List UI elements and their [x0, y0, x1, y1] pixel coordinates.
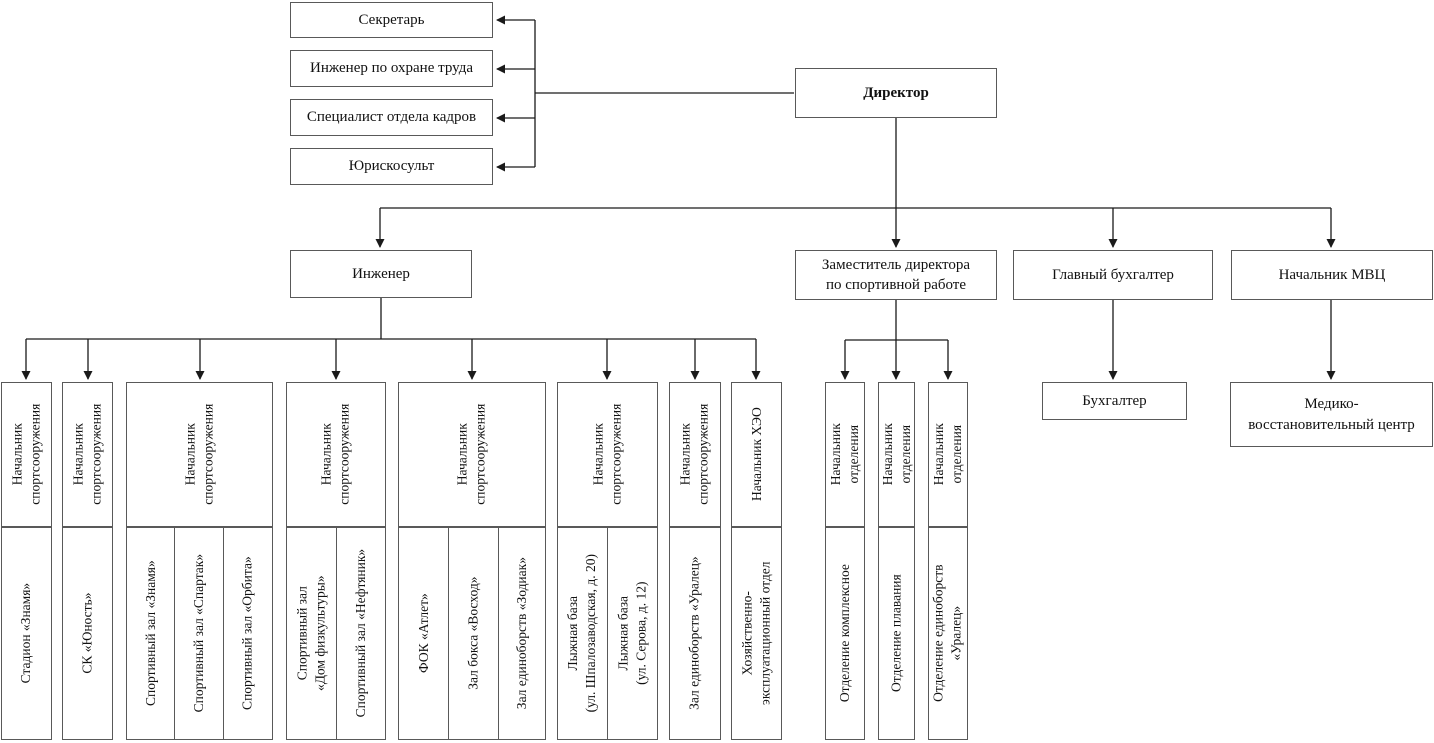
department-col-2-item-0: Отделение единоборств «Уралец» [928, 527, 968, 740]
node-secretary: Секретарь [290, 2, 493, 38]
facility-col-4-item-0-label: ФОК «Атлет» [415, 593, 431, 674]
facility-col-0-header: Начальник спортсооружения [1, 382, 52, 527]
facility-col-4-item-2-label: Зал единоборств «Зодиак» [513, 557, 529, 710]
facility-col-5-header: Начальник спортсооружения [557, 382, 658, 527]
department-col-1-header-label: Начальник отделения [879, 423, 913, 486]
node-head-mvc: Начальник МВЦ [1231, 250, 1433, 300]
facility-col-2-item-2-label: Спортивный зал «Орбита» [239, 556, 255, 711]
department-col-2-header: Начальник отделения [928, 382, 968, 527]
facility-col-1-header: Начальник спортсооружения [62, 382, 113, 527]
node-safety-engineer: Инженер по охране труда [290, 50, 493, 87]
facility-col-2-item-0-label: Спортивный зал «Знамя» [142, 560, 158, 707]
facility-col-3-item-0-label: Спортивный зал «Дом физкультуры» [294, 575, 328, 692]
department-col-0-header: Начальник отделения [825, 382, 865, 527]
facility-col-2-item-2: Спортивный зал «Орбита» [223, 527, 273, 740]
facility-col-1-item-0: СК «Юность» [62, 527, 113, 740]
facility-col-3-item-0: Спортивный зал «Дом физкультуры» [286, 527, 337, 740]
facility-col-7-item-0: Хозяйственно- эксплуатационный отдел [731, 527, 782, 740]
facility-col-0-item-0: Стадион «Знамя» [1, 527, 52, 740]
facility-col-5-item-1-label: Лыжная база (ул. Серова, д. 12) [615, 581, 649, 686]
facility-col-4-header: Начальник спортсооружения [398, 382, 546, 527]
facility-col-2-item-0: Спортивный зал «Знамя» [126, 527, 175, 740]
facility-col-2-header-label: Начальник спортсооружения [182, 403, 216, 506]
facility-col-4-item-1-label: Зал бокса «Восход» [465, 576, 481, 691]
node-legal-counsel: Юрискосульт [290, 148, 493, 185]
facility-col-4-item-1: Зал бокса «Восход» [448, 527, 499, 740]
node-hr-specialist: Специалист отдела кадров [290, 99, 493, 136]
node-accountant: Бухгалтер [1042, 382, 1187, 420]
node-medical-center: Медико- восстановительный центр [1230, 382, 1433, 447]
facility-col-7-header: Начальник ХЭО [731, 382, 782, 527]
department-col-1-header: Начальник отделения [878, 382, 915, 527]
facility-col-3-item-1: Спортивный зал «Нефтяник» [336, 527, 386, 740]
department-col-1-item-0-label: Отделение плавания [888, 574, 904, 693]
node-deputy-sport-director: Заместитель директора по спортивной рабо… [795, 250, 997, 300]
facility-col-1-header-label: Начальник спортсооружения [70, 403, 104, 506]
facility-col-4-header-label: Начальник спортсооружения [454, 403, 488, 506]
facility-col-4-item-0: ФОК «Атлет» [398, 527, 449, 740]
facility-col-5-item-0: Лыжная база (ул. Шпалозаводская, д. 20) [557, 527, 608, 740]
facility-col-0-item-0-label: Стадион «Знамя» [18, 583, 34, 684]
facility-col-6-item-0: Зал единоборств «Уралец» [669, 527, 721, 740]
department-col-0-header-label: Начальник отделения [827, 423, 862, 486]
node-director: Директор [795, 68, 997, 118]
facility-col-5-item-0-label: Лыжная база (ул. Шпалозаводская, д. 20) [565, 554, 599, 713]
node-chief-accountant: Главный бухгалтер [1013, 250, 1213, 300]
facility-col-6-item-0-label: Зал единоборств «Уралец» [686, 556, 702, 711]
department-col-0-item-0-label: Отделение комплексное [836, 564, 852, 703]
department-col-1-item-0: Отделение плавания [878, 527, 915, 740]
facility-col-6-header: Начальник спортсооружения [669, 382, 721, 527]
facility-col-3-item-1-label: Спортивный зал «Нефтяник» [352, 549, 368, 718]
department-col-2-header-label: Начальник отделения [930, 423, 965, 486]
node-engineer: Инженер [290, 250, 472, 298]
facility-col-3-header-label: Начальник спортсооружения [318, 403, 353, 506]
facility-col-6-header-label: Начальник спортсооружения [677, 403, 712, 506]
facility-col-3-header: Начальник спортсооружения [286, 382, 386, 527]
facility-col-2-header: Начальник спортсооружения [126, 382, 273, 527]
department-col-0-item-0: Отделение комплексное [825, 527, 865, 740]
facility-col-2-item-1: Спортивный зал «Спартак» [174, 527, 224, 740]
facility-col-2-item-1-label: Спортивный зал «Спартак» [190, 554, 206, 713]
facility-col-4-item-2: Зал единоборств «Зодиак» [498, 527, 546, 740]
facility-col-7-item-0-label: Хозяйственно- эксплуатационный отдел [739, 561, 773, 706]
facility-col-0-header-label: Начальник спортсооружения [9, 403, 43, 506]
facility-col-7-header-label: Начальник ХЭО [748, 407, 764, 502]
facility-col-1-item-0-label: СК «Юность» [79, 592, 95, 675]
department-col-2-item-0-label: Отделение единоборств «Уралец» [930, 564, 964, 703]
facility-col-5-header-label: Начальник спортсооружения [590, 403, 624, 506]
facility-col-5-item-1: Лыжная база (ул. Серова, д. 12) [607, 527, 658, 740]
